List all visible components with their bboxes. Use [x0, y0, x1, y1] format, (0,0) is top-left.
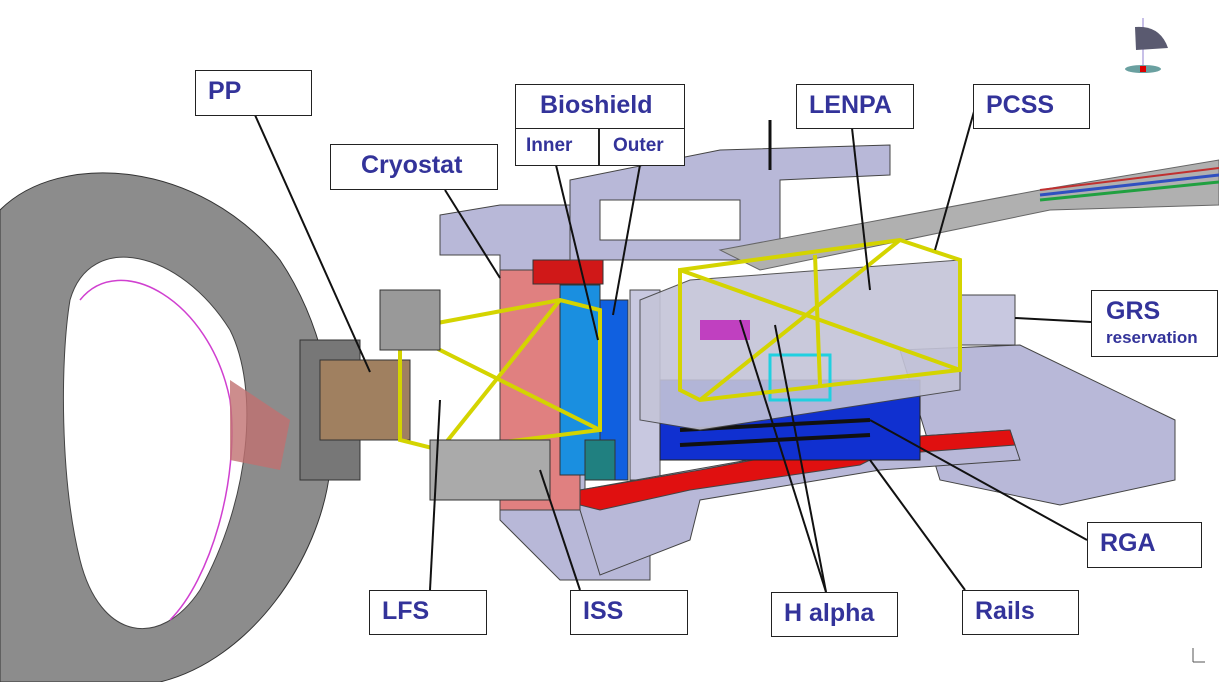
label-grs-title: GRS — [1106, 297, 1161, 325]
label-lenpa: LENPA — [796, 84, 914, 129]
tokamak-vessel — [0, 172, 334, 682]
label-grs-subtitle: reservation — [1106, 328, 1198, 347]
label-rails: Rails — [962, 590, 1079, 635]
orientation-compass-icon — [1125, 18, 1168, 73]
label-h-alpha: H alpha — [771, 592, 898, 637]
diagnostic-cabinet — [639, 259, 961, 431]
label-bioshield-outer: Outer — [599, 128, 685, 166]
grs-cylinder — [959, 294, 1016, 346]
label-grs: GRS reservation — [1091, 290, 1218, 357]
label-bioshield-inner: Inner — [515, 128, 599, 166]
port-plug — [319, 359, 411, 441]
label-cryostat: Cryostat — [330, 144, 498, 190]
label-pp: PP — [195, 70, 312, 116]
label-bioshield: Bioshield — [515, 84, 685, 129]
axis-triad-icon — [1192, 648, 1205, 663]
leader-lines — [254, 107, 1092, 593]
label-pcss: PCSS — [973, 84, 1090, 129]
label-lfs: LFS — [369, 590, 487, 635]
label-iss: ISS — [570, 590, 688, 635]
base-platform — [899, 344, 1176, 506]
label-rga: RGA — [1087, 522, 1202, 568]
